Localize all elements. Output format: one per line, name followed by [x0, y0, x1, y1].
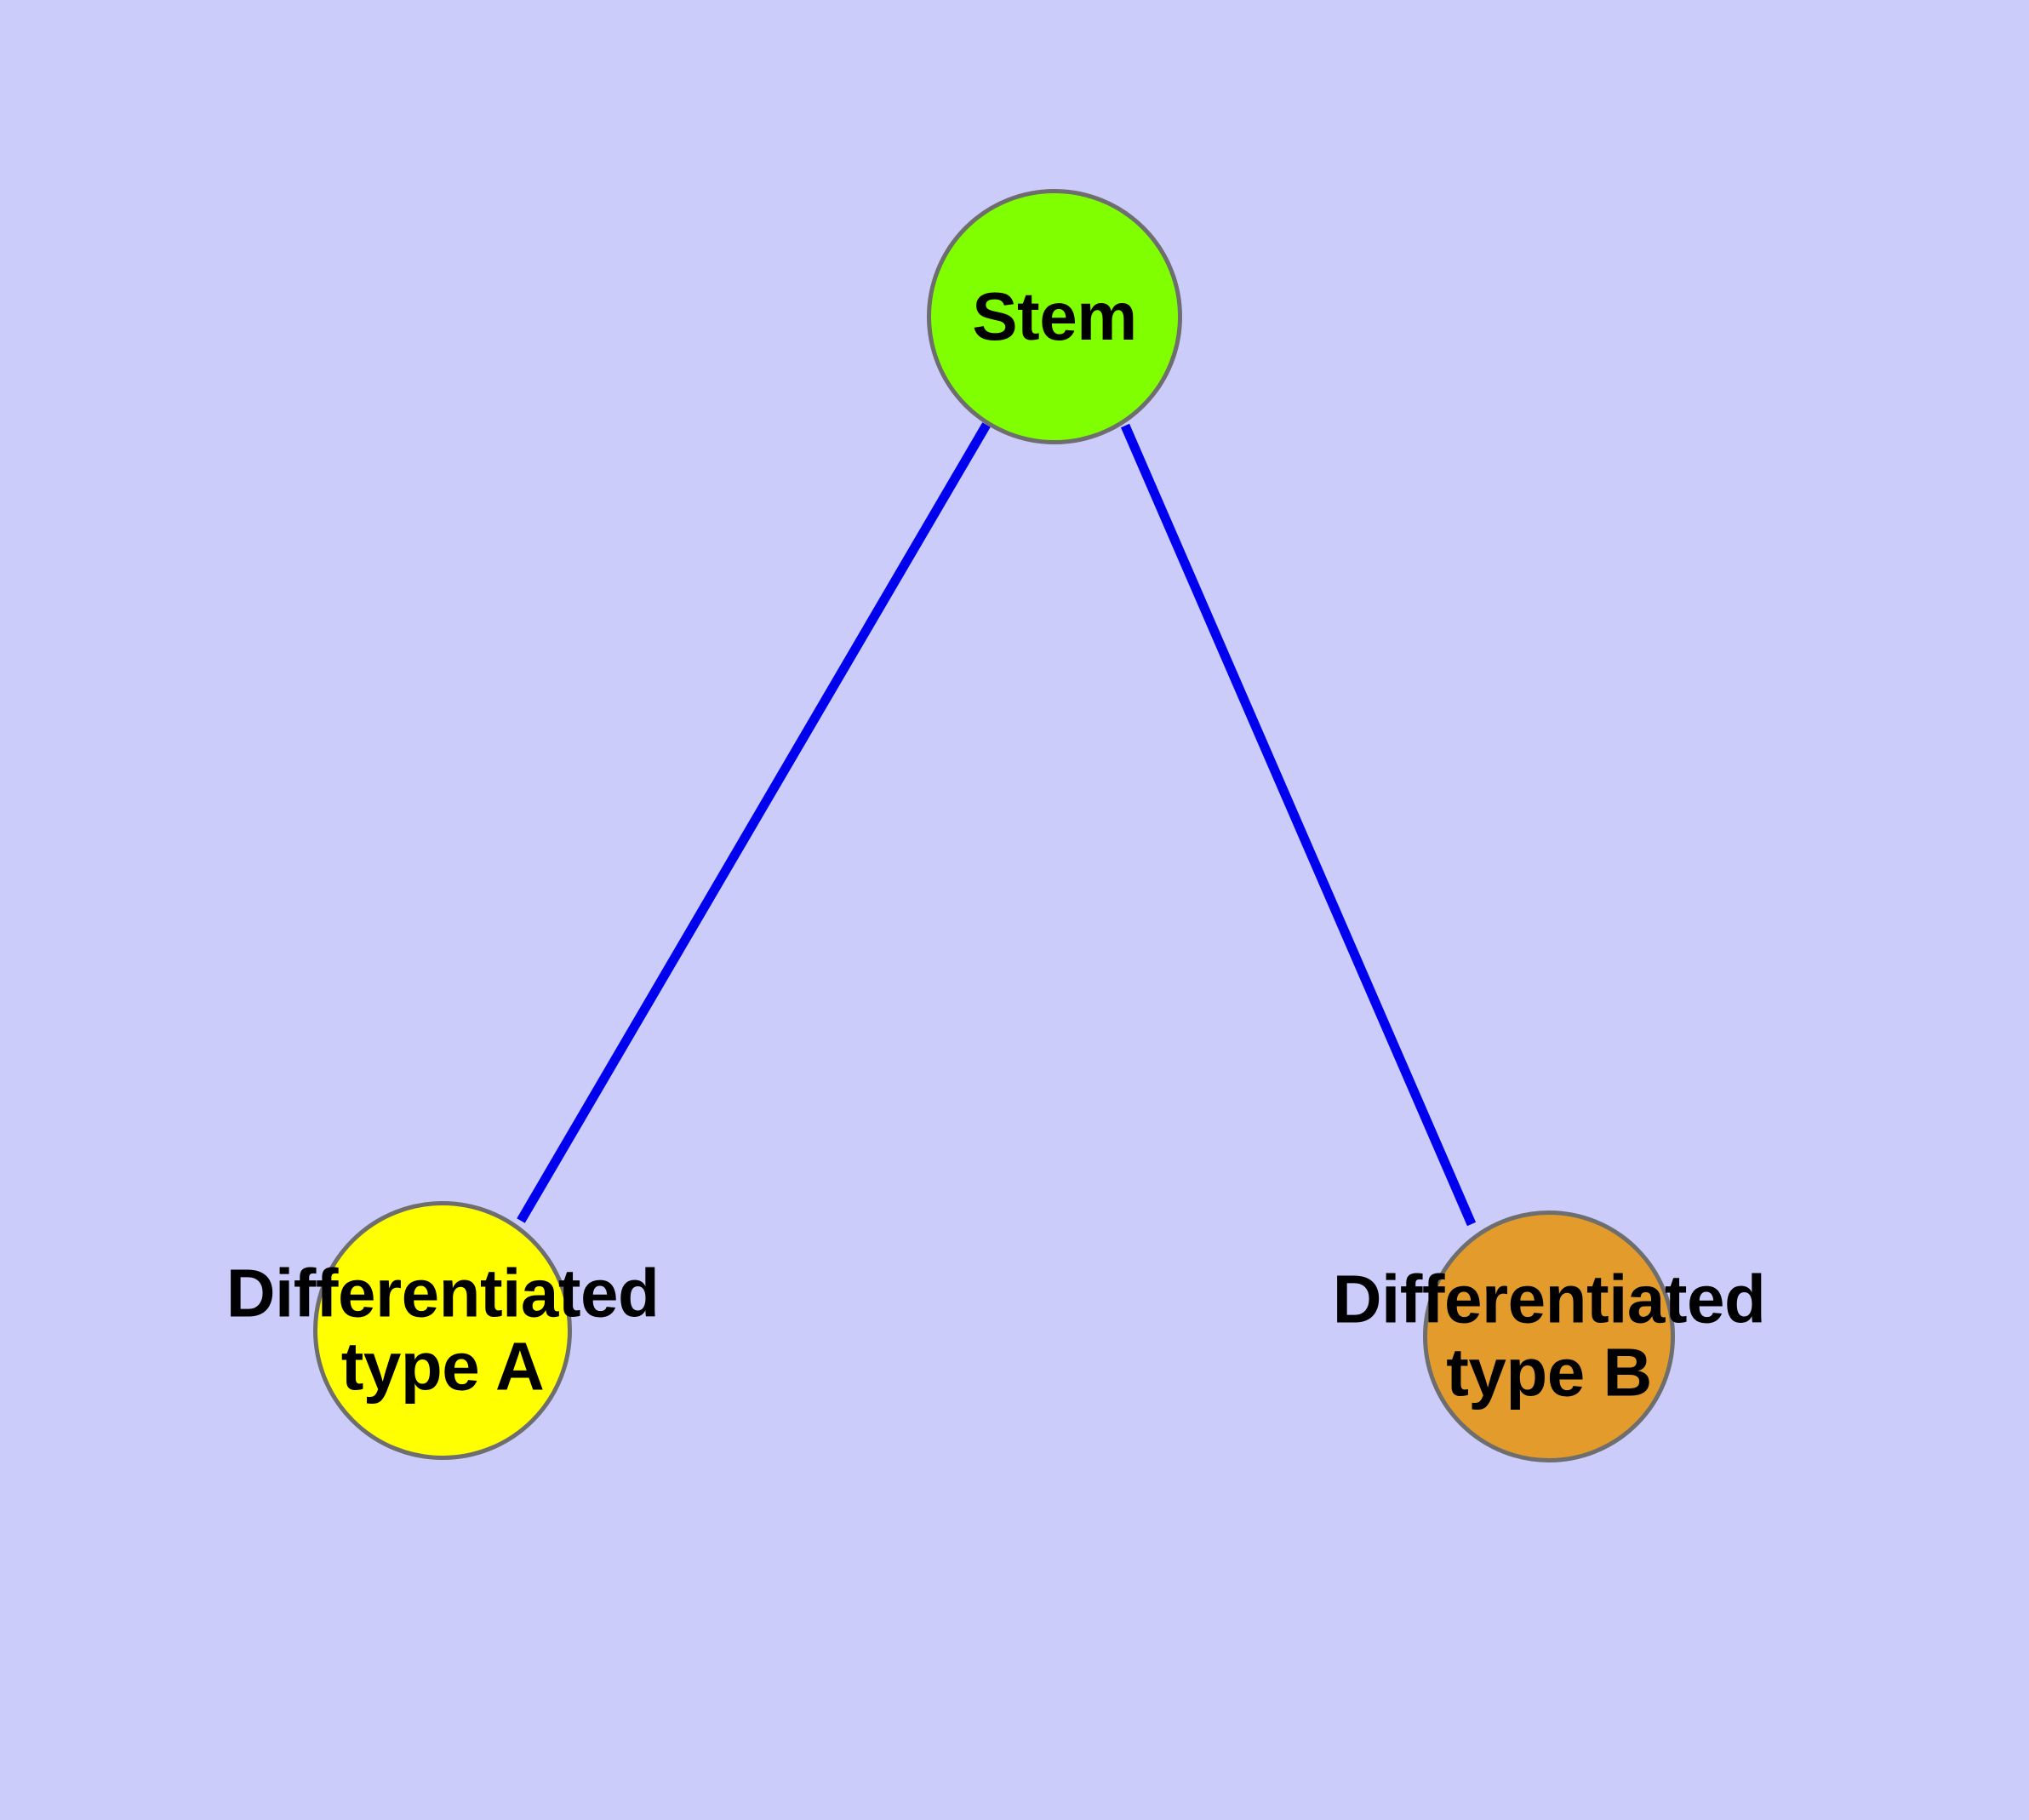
- node-differentiated-type-b[interactable]: Differentiated type B: [1333, 1210, 1766, 1462]
- node-differentiated-type-a[interactable]: Differentiated type A: [226, 1201, 660, 1460]
- label-line-2: type B: [1446, 1335, 1652, 1411]
- label-line-2: type A: [340, 1329, 545, 1405]
- edge-stem-to-diff-a: [517, 422, 991, 1223]
- node-stem-label: Stem: [972, 278, 1137, 354]
- edge-stem-to-diff-b: [1120, 423, 1477, 1227]
- node-stem[interactable]: Stem: [927, 189, 1182, 444]
